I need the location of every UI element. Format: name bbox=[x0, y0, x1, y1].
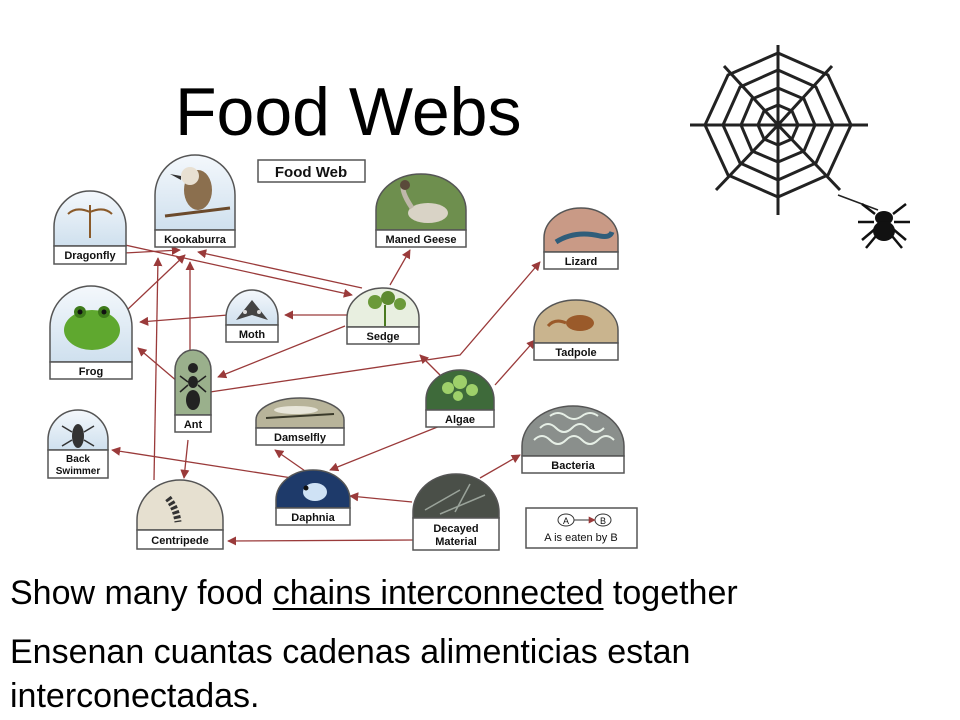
label-centripede: Centripede bbox=[151, 535, 208, 547]
food-web-box-title: Food Web bbox=[275, 164, 347, 181]
label-back-swimmer-line2: Swimmer bbox=[56, 466, 101, 477]
back-swimmer-icon bbox=[61, 424, 95, 448]
node-centripede: Centripede bbox=[136, 479, 224, 550]
node-ant: Ant bbox=[174, 349, 212, 433]
bullet-english-post: together bbox=[603, 574, 738, 612]
label-kookaburra: Kookaburra bbox=[164, 234, 227, 246]
label-lizard: Lizard bbox=[565, 256, 597, 268]
dragonfly-icon bbox=[67, 205, 113, 238]
spider-icon bbox=[858, 203, 910, 249]
label-back-swimmer-line1: Back bbox=[66, 454, 90, 465]
label-sedge: Sedge bbox=[366, 331, 399, 343]
label-damselfly: Damselfly bbox=[274, 432, 327, 444]
decayed-material-icon bbox=[424, 483, 486, 515]
bullet-spanish: Ensenan cuantas cadenas alimenticias est… bbox=[10, 630, 690, 718]
node-kookaburra: Kookaburra bbox=[154, 154, 236, 248]
frog-icon bbox=[64, 306, 120, 350]
node-algae: Algae bbox=[425, 369, 495, 428]
node-damselfly: Damselfly bbox=[255, 397, 345, 446]
label-ant: Ant bbox=[184, 419, 203, 431]
damselfly-icon bbox=[265, 406, 335, 419]
algae-icon bbox=[442, 375, 478, 401]
label-moth: Moth bbox=[239, 329, 266, 341]
node-bacteria: Bacteria bbox=[521, 405, 625, 474]
daphnia-icon bbox=[303, 483, 327, 501]
bullet-english-underlined: chains interconnected bbox=[272, 574, 604, 612]
tadpole-icon bbox=[546, 315, 594, 331]
spider-web-icon bbox=[690, 45, 879, 215]
moth-icon bbox=[236, 300, 268, 320]
bullet-english-pre: Show many food bbox=[10, 574, 273, 612]
bullet-spanish-line1: Ensenan cuantas cadenas alimenticias est… bbox=[10, 633, 691, 671]
legend-b: B bbox=[600, 516, 606, 526]
centripede-icon bbox=[165, 495, 182, 523]
node-maned-geese: Maned Geese bbox=[375, 173, 467, 248]
kookaburra-icon bbox=[164, 167, 231, 218]
label-decayed-line1: Decayed bbox=[433, 523, 478, 535]
label-algae: Algae bbox=[445, 414, 475, 426]
bullet-english: Show many food chains interconnected tog… bbox=[10, 571, 738, 615]
node-decayed-material: Decayed Material bbox=[412, 473, 500, 551]
label-tadpole: Tadpole bbox=[555, 347, 596, 359]
ant-icon bbox=[179, 363, 207, 410]
node-moth: Moth bbox=[225, 289, 279, 343]
label-maned-geese: Maned Geese bbox=[386, 234, 457, 246]
label-dragonfly: Dragonfly bbox=[64, 250, 116, 262]
label-daphnia: Daphnia bbox=[291, 512, 335, 524]
node-lizard: Lizard bbox=[543, 207, 619, 270]
legend-caption: A is eaten by B bbox=[544, 532, 617, 544]
bullet-spanish-line2: interconectadas. bbox=[10, 677, 260, 715]
legend-a: A bbox=[563, 516, 569, 526]
label-frog: Frog bbox=[79, 366, 103, 378]
goose-icon bbox=[400, 180, 448, 223]
node-sedge: Sedge bbox=[346, 287, 420, 345]
node-daphnia: Daphnia bbox=[275, 469, 351, 526]
food-web-box bbox=[257, 159, 366, 183]
node-tadpole: Tadpole bbox=[533, 299, 619, 361]
slide-title: Food Webs bbox=[175, 74, 522, 150]
label-decayed-line2: Material bbox=[435, 536, 477, 548]
sedge-icon bbox=[368, 291, 406, 326]
node-back-swimmer: Back Swimmer bbox=[47, 409, 109, 479]
legend-box: A B A is eaten by B bbox=[525, 507, 638, 549]
feeding-arrows bbox=[111, 244, 541, 546]
label-bacteria: Bacteria bbox=[551, 460, 595, 472]
bacteria-icon bbox=[533, 412, 615, 445]
node-dragonfly: Dragonfly bbox=[53, 190, 127, 265]
node-frog: Frog bbox=[49, 285, 133, 380]
lizard-icon bbox=[554, 230, 615, 245]
